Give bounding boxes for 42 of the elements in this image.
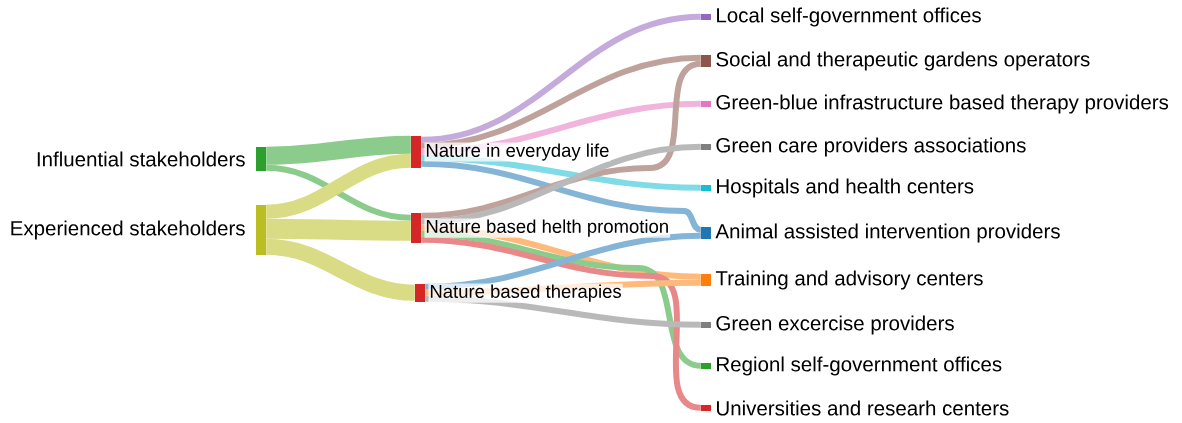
- node-label: Green-blue infrastructure based therapy providers: [716, 94, 1169, 114]
- node-label: Influential stakeholders: [37, 151, 245, 167]
- node-label: Nature based therapies: [428, 283, 623, 303]
- node-label: Social and therapeutic gardens operators: [716, 51, 1090, 71]
- node-label: Animal assisted intervention providers: [715, 223, 1060, 243]
- node-label: Nature in everyday life: [424, 142, 611, 162]
- node-label: Green excercise providers: [716, 315, 954, 335]
- node-label: Nature based helth promotion: [424, 218, 671, 238]
- flow-band: [425, 232, 701, 290]
- flow-bar: [256, 147, 266, 171]
- node-label: Hospitals and health centers: [717, 178, 974, 198]
- flow-bar: [701, 14, 711, 20]
- flow-band: [266, 135, 411, 165]
- node-label: Regionl self-government offices: [717, 356, 1002, 376]
- flow-band: [265, 153, 412, 219]
- flow-band: [421, 54, 701, 149]
- flow-band: [421, 230, 702, 369]
- flow-band: [421, 143, 701, 225]
- flow-bar: [411, 213, 421, 243]
- flow-bar: [701, 405, 711, 411]
- flow-bar: [701, 363, 711, 369]
- node-label: Experienced stakeholders: [11, 220, 245, 240]
- flow-bar: [701, 55, 711, 67]
- flow-band: [266, 218, 411, 241]
- flow-bar: [701, 227, 711, 239]
- flow-bar: [701, 144, 711, 150]
- flow-bar: [701, 274, 711, 286]
- node-label: Green care providers associations: [716, 137, 1026, 157]
- flow-bar: [701, 322, 711, 328]
- flow-bar: [701, 185, 711, 191]
- flow-band: [421, 160, 702, 233]
- node-label: Universities and researh centers: [717, 400, 1009, 416]
- flow-bar: [411, 136, 421, 168]
- node-label: Local self-government offices: [717, 7, 981, 27]
- flow-band: [421, 60, 702, 219]
- flow-bar: [256, 205, 266, 255]
- flow-band: [265, 238, 416, 301]
- flow-bar: [415, 284, 425, 302]
- flow-band: [266, 164, 411, 221]
- node-label: Training and advisory centers: [715, 270, 983, 290]
- flow-bar: [701, 101, 711, 107]
- flow-band: [420, 13, 702, 143]
